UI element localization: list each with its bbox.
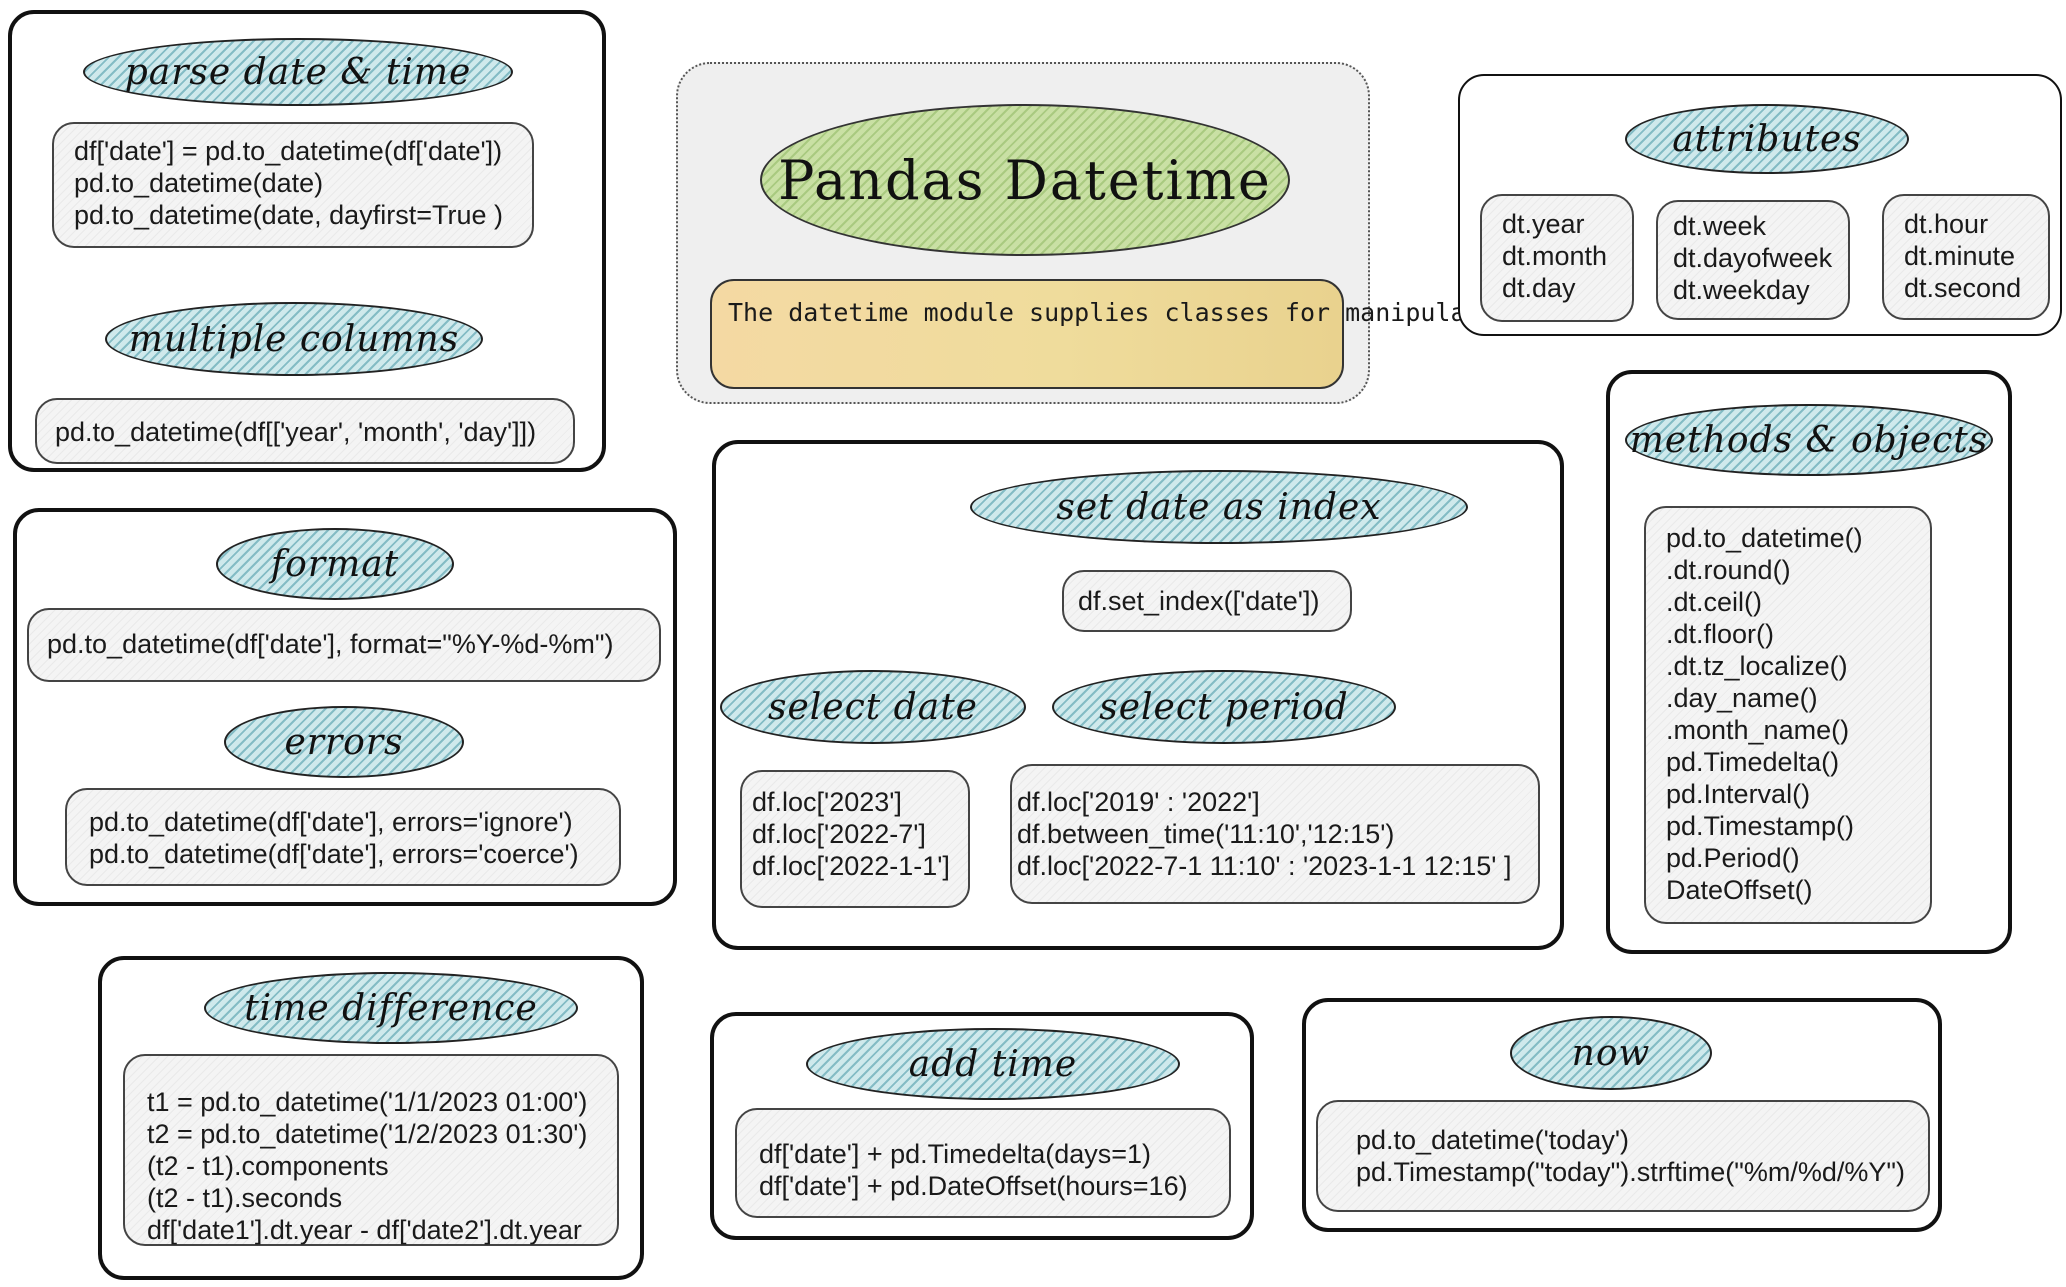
- code-line: dt.day: [1502, 273, 1576, 303]
- code-line: df['date1'].dt.year - df['date2'].dt.yea…: [147, 1215, 582, 1245]
- code-line: pd.to_datetime(df['date'], errors='ignor…: [89, 807, 573, 837]
- set-index-code-box: df.set_index(['date']): [1062, 570, 1352, 632]
- method-item: pd.Interval(): [1666, 779, 1811, 809]
- code-line: pd.to_datetime(date): [74, 168, 324, 198]
- code-line: dt.dayofweek: [1673, 243, 1833, 273]
- method-item: DateOffset(): [1666, 875, 1813, 905]
- method-item: .day_name(): [1666, 683, 1818, 713]
- code-line: pd.to_datetime('today'): [1356, 1125, 1629, 1155]
- select-date-code-box: df.loc['2023'] df.loc['2022-7'] df.loc['…: [740, 770, 970, 908]
- attributes-time-box: dt.hour dt.minute dt.second: [1882, 194, 2050, 320]
- methods-heading: methods & objects: [1625, 404, 1993, 476]
- method-item: .dt.round(): [1666, 555, 1791, 585]
- code-line: (t2 - t1).components: [147, 1151, 389, 1181]
- time-difference-code-box: t1 = pd.to_datetime('1/1/2023 01:00') t2…: [123, 1054, 619, 1246]
- code-line: df.set_index(['date']): [1078, 586, 1320, 616]
- method-item: pd.Timedelta(): [1666, 747, 1840, 777]
- method-item: pd.Period(): [1666, 843, 1800, 873]
- parse-code-box: df['date'] = pd.to_datetime(df['date']) …: [52, 122, 534, 248]
- code-line: (t2 - t1).seconds: [147, 1183, 343, 1213]
- code-line: t2 = pd.to_datetime('1/2/2023 01:30'): [147, 1119, 588, 1149]
- code-line: dt.year: [1502, 209, 1585, 239]
- code-line: df.loc['2019' : '2022']: [1017, 787, 1260, 817]
- code-line: df.between_time('11:10','12:15'): [1017, 819, 1395, 849]
- code-line: df.loc['2022-7']: [752, 819, 926, 849]
- code-line: df.loc['2022-7-1 11:10' : '2023-1-1 12:1…: [1017, 851, 1512, 881]
- now-heading: now: [1510, 1016, 1712, 1090]
- code-line: dt.hour: [1904, 209, 1989, 239]
- add-time-heading: add time: [806, 1028, 1180, 1100]
- code-line: pd.to_datetime(df['date'], errors='coerc…: [89, 839, 579, 869]
- time-difference-heading: time difference: [204, 972, 578, 1044]
- methods-list-box: pd.to_datetime() .dt.round() .dt.ceil() …: [1644, 506, 1932, 924]
- code-line: dt.week: [1673, 211, 1767, 241]
- format-code-box: pd.to_datetime(df['date'], format="%Y-%d…: [27, 608, 661, 682]
- code-line: dt.month: [1502, 241, 1608, 271]
- method-item: .dt.ceil(): [1666, 587, 1763, 617]
- code-line: pd.to_datetime(date, dayfirst=True ): [74, 200, 503, 230]
- method-item: .dt.tz_localize(): [1666, 651, 1848, 681]
- method-item: .month_name(): [1666, 715, 1850, 745]
- select-period-heading: select period: [1052, 670, 1396, 744]
- select-date-heading: select date: [720, 670, 1026, 744]
- code-line: dt.weekday: [1673, 275, 1810, 305]
- now-code-box: pd.to_datetime('today') pd.Timestamp("to…: [1316, 1100, 1930, 1212]
- code-line: df['date'] + pd.Timedelta(days=1): [759, 1139, 1152, 1169]
- code-line: df['date'] + pd.DateOffset(hours=16): [759, 1171, 1188, 1201]
- code-line: df.loc['2022-1-1']: [752, 851, 950, 881]
- code-line: t1 = pd.to_datetime('1/1/2023 01:00'): [147, 1087, 588, 1117]
- code-line: df['date'] = pd.to_datetime(df['date']): [74, 136, 503, 166]
- attributes-week-box: dt.week dt.dayofweek dt.weekday: [1656, 200, 1850, 320]
- code-line: df.loc['2023']: [752, 787, 902, 817]
- description-box: The datetime module supplies classes for…: [710, 279, 1782, 389]
- add-time-code-box: df['date'] + pd.Timedelta(days=1) df['da…: [735, 1108, 1231, 1218]
- code-line: pd.Timestamp("today").strftime("%m/%d/%Y…: [1356, 1157, 1905, 1187]
- errors-heading: errors: [224, 706, 464, 778]
- method-item: pd.Timestamp(): [1666, 811, 1855, 841]
- code-line: dt.minute: [1904, 241, 2016, 271]
- main-title: Pandas Datetime: [760, 104, 1290, 256]
- code-line: dt.second: [1904, 273, 2022, 303]
- select-period-code-box: df.loc['2019' : '2022'] df.between_time(…: [1010, 764, 1540, 904]
- code-line: pd.to_datetime(df['date'], format="%Y-%d…: [47, 629, 614, 659]
- code-line: pd.to_datetime(df[['year', 'month', 'day…: [55, 417, 537, 447]
- description-line: The datetime module supplies classes: [728, 298, 1270, 327]
- attributes-heading: attributes: [1625, 104, 1909, 174]
- format-heading: format: [216, 528, 454, 600]
- multiple-columns-code-box: pd.to_datetime(df[['year', 'month', 'day…: [35, 398, 575, 464]
- attributes-date-box: dt.year dt.month dt.day: [1480, 194, 1634, 322]
- method-item: pd.to_datetime(): [1666, 523, 1863, 553]
- method-item: .dt.floor(): [1666, 619, 1775, 649]
- parse-heading: parse date & time: [83, 38, 513, 106]
- errors-code-box: pd.to_datetime(df['date'], errors='ignor…: [65, 788, 621, 886]
- multiple-columns-heading: multiple columns: [105, 302, 483, 376]
- set-index-heading: set date as index: [970, 470, 1468, 544]
